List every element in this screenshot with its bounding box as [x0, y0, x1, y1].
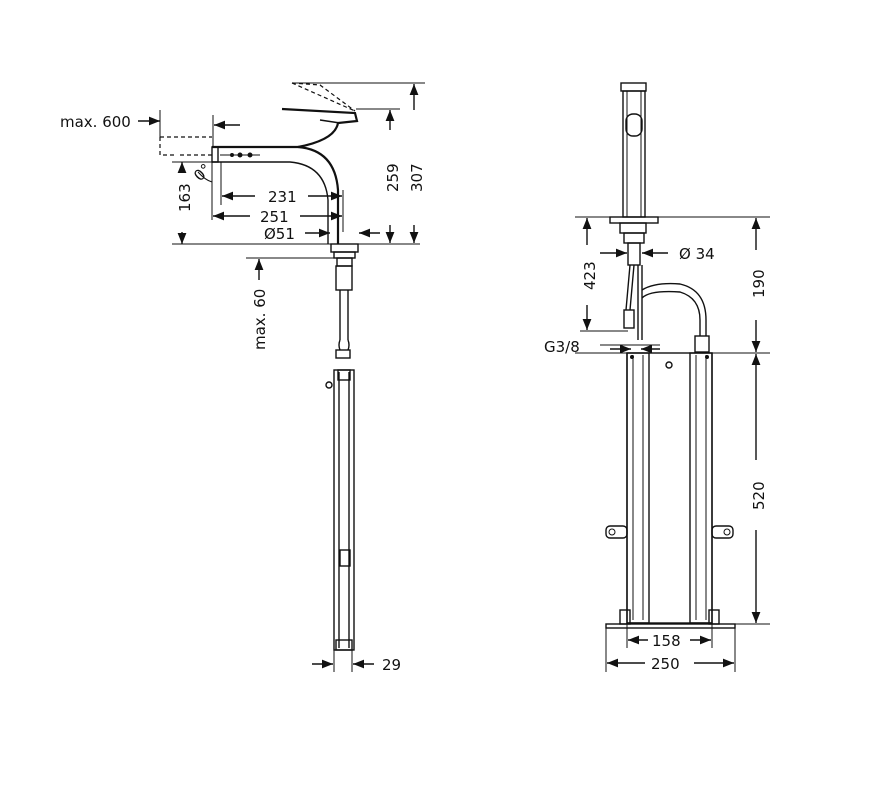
label-259: 259: [384, 163, 402, 192]
label-251: 251: [260, 208, 289, 226]
faucet-side-body: [159, 82, 359, 651]
label-190: 190: [750, 269, 768, 298]
label-158: 158: [652, 632, 681, 650]
label-163: 163: [176, 183, 194, 212]
label-231: 231: [268, 188, 297, 206]
label-307: 307: [408, 163, 426, 192]
label-max60: max. 60: [251, 289, 269, 350]
label-520: 520: [750, 481, 768, 510]
label-angle: 0°: [190, 160, 215, 185]
label-423: 423: [581, 261, 599, 290]
faucet-front-body: [605, 82, 736, 629]
label-250: 250: [651, 655, 680, 673]
label-29: 29: [382, 656, 401, 674]
side-view: max. 600 163 0° 231 251 Ø51 259: [60, 82, 426, 674]
label-max600: max. 600: [60, 113, 131, 131]
front-view: Ø 34 423 190 G3/8 520 158 250: [544, 82, 770, 673]
label-d34: Ø 34: [679, 245, 715, 263]
label-g38: G3/8: [544, 338, 580, 356]
label-d51: Ø51: [264, 225, 295, 243]
